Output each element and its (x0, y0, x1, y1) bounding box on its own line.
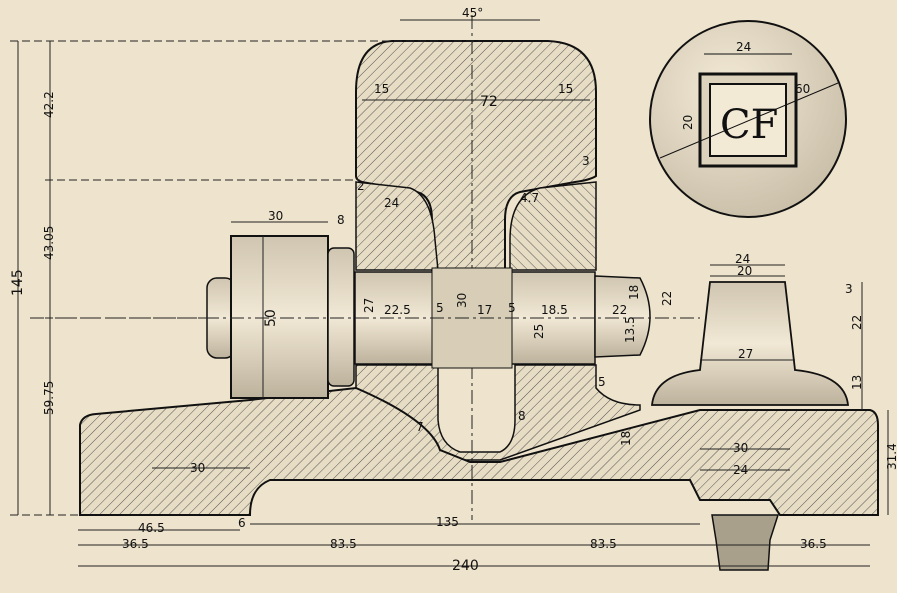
dimension-labels: 45° 72 15 15 3 145 42.2 43.05 59.75 2 24… (10, 6, 897, 574)
dim-head-radius-left: 15 (374, 82, 389, 96)
dim-head-corner: 3 (582, 154, 590, 168)
dim-web-height: 43.05 (42, 226, 56, 260)
dim-lower-height: 59.75 (42, 381, 56, 415)
nut (230, 235, 329, 399)
stamp-20-label: 20 (681, 115, 695, 130)
dim-web-neck: 2 (357, 179, 365, 193)
dim-foot-18: 18 (619, 431, 633, 446)
rail-profile (79, 15, 879, 520)
dim-spike-head-22: 22 (850, 315, 864, 330)
tirefond-shank (711, 514, 780, 571)
dim-head-width: 72 (480, 94, 498, 110)
dim-bolt-17: 17 (477, 303, 492, 317)
dim-spike-head-13: 13 (850, 375, 864, 390)
dim-bolt-18-5: 18.5 (541, 303, 568, 317)
tirefond (651, 281, 849, 571)
dim-head-angle: 45° (462, 6, 483, 20)
dim-fishing-24: 24 (384, 196, 399, 210)
stamp-frame-inner (709, 83, 787, 157)
dim-spike-31-4: 31.4 (885, 443, 897, 470)
dim-head-height: 42.2 (42, 91, 56, 118)
dim-head-top-20: 20 (737, 264, 752, 278)
dim-head-radius-right: 15 (558, 82, 573, 96)
stamp-dim-60 (659, 82, 839, 159)
dim-head-top-24: 24 (735, 252, 750, 266)
rail-web-left (355, 181, 439, 271)
dim-base-6: 6 (238, 516, 246, 530)
dim-bolt-13-5: 13.5 (623, 316, 637, 343)
tirefond-head (651, 281, 849, 406)
dim-bolt-22b: 22 (660, 291, 674, 306)
dim-bolt-22-5: 22.5 (384, 303, 411, 317)
dim-fishing-radius: 4.7 (520, 191, 539, 205)
stamp-disc: CF 24 20 60 (649, 20, 847, 218)
dim-bolt-22: 22 (612, 303, 627, 317)
dim-bolt-27: 27 (362, 298, 376, 313)
stamp-60-label: 60 (795, 82, 810, 96)
dim-spike-head-3: 3 (845, 282, 853, 296)
dim-bolt-18: 18 (627, 285, 641, 300)
dim-spike-30: 30 (733, 441, 748, 455)
dim-base-240: 240 (452, 558, 479, 574)
stamp-text: CF (720, 102, 778, 148)
dim-web-7: 7 (416, 420, 424, 434)
dim-base-83-5-left: 83.5 (330, 537, 357, 551)
dim-bolt-25: 25 (532, 324, 546, 339)
dim-foot-30: 30 (190, 461, 205, 475)
dim-spike-24: 24 (733, 463, 748, 477)
dim-nut-height: 50 (263, 309, 279, 327)
rail-head (355, 40, 597, 271)
dim-bolt-30: 30 (455, 293, 469, 308)
dim-base-46-5: 46.5 (138, 521, 165, 535)
fish-bolt (30, 235, 700, 399)
dim-base-83-5-right: 83.5 (590, 537, 617, 551)
rail-web-right (509, 181, 597, 271)
dim-bolt-5b: 5 (508, 301, 516, 315)
washer (327, 247, 355, 387)
dim-base-36-5-left: 36.5 (122, 537, 149, 551)
bolt-end (594, 275, 651, 358)
dim-base-36-5-right: 36.5 (800, 537, 827, 551)
dim-total-height: 145 (10, 269, 26, 296)
dim-washer: 8 (337, 213, 345, 227)
stamp-24-label: 24 (736, 40, 751, 54)
dim-nut-width: 30 (268, 209, 283, 223)
dim-bolt-5a: 5 (436, 301, 444, 315)
dim-web-8: 8 (518, 409, 526, 423)
dim-base-135: 135 (436, 515, 459, 529)
dim-foot-5: 5 (598, 375, 606, 389)
dim-spike-head-27: 27 (738, 347, 753, 361)
rail-foot (79, 386, 879, 516)
dimension-lines (10, 19, 889, 567)
